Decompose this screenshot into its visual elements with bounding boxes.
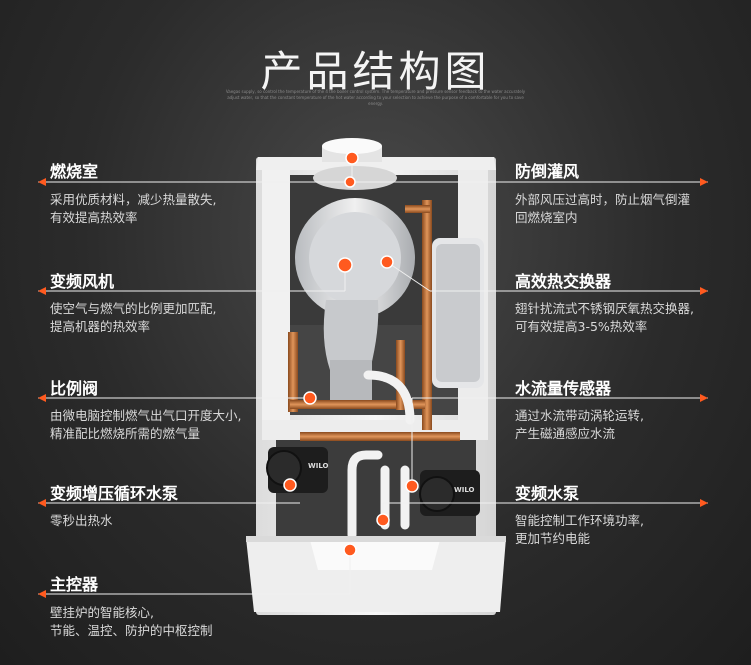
desc-proportional-valve-line2: 精准配比燃烧所需的燃气量 — [50, 426, 201, 441]
desc-heat-exchanger-line2: 可有效提高3-5%热效率 — [515, 319, 648, 334]
desc-proportional-valve-line1: 由微电脑控制燃气出气口开度大小, — [50, 408, 242, 423]
right-pump-brand: WILO — [454, 486, 475, 494]
fan-assembly — [295, 198, 415, 400]
controller-housing — [246, 536, 506, 612]
marker-flow-sensor — [405, 479, 419, 493]
desc-heat-exchanger-line1: 翅针扰流式不锈钢厌氧热交换器, — [515, 301, 694, 316]
desc-variable-pump-line1: 智能控制工作环境功率, — [515, 513, 644, 528]
copper-pipes — [288, 200, 460, 441]
marker-proportional-valve — [303, 391, 317, 405]
desc-flow-sensor-line1: 通过水流带动涡轮运转, — [515, 408, 644, 423]
marker-anti-backflow — [344, 176, 356, 188]
desc-anti-backflow-line1: 外部风压过高时，防止烟气倒灌 — [515, 192, 691, 207]
marker-main-controller — [343, 543, 357, 557]
desc-variable-fan-line1: 使空气与燃气的比例更加匹配, — [50, 301, 217, 316]
desc-variable-fan-line2: 提高机器的热效率 — [50, 319, 151, 334]
desc-main-controller-line1: 壁挂炉的智能核心, — [50, 605, 154, 620]
marker-circulation-pump — [283, 478, 297, 492]
marker-variable-fan — [337, 257, 353, 273]
label-heat-exchanger: 高效热交换器 — [515, 272, 612, 291]
label-main-controller: 主控器 — [50, 575, 99, 594]
desc-main-controller-line2: 节能、温控、防护的中枢控制 — [50, 623, 213, 638]
label-variable-fan: 变频风机 — [50, 272, 115, 291]
desc-combustion-chamber-line2: 有效提高热效率 — [50, 210, 138, 225]
desc-combustion-chamber-line1: 采用优质材料，减少热量散失, — [50, 192, 217, 207]
label-combustion-chamber: 燃烧室 — [50, 162, 99, 181]
callout-arrows — [38, 178, 708, 598]
label-anti-backflow: 防倒灌风 — [515, 162, 580, 181]
marker-heat-exchanger — [380, 255, 394, 269]
label-flow-sensor: 水流量传感器 — [515, 379, 612, 398]
marker-combustion-chamber — [345, 151, 359, 165]
left-pump-brand: WILO — [308, 462, 329, 470]
component-markers — [283, 151, 419, 557]
expansion-tank — [432, 238, 484, 388]
callout-lines — [38, 160, 708, 595]
desc-anti-backflow-line2: 回燃烧室内 — [515, 210, 578, 225]
label-proportional-valve: 比例阀 — [50, 379, 99, 398]
page-title: 产品结构图 — [260, 47, 491, 96]
desc-flow-sensor-line2: 产生磁通感应水流 — [515, 426, 616, 441]
label-circulation-pump: 变频增压循环水泵 — [50, 484, 179, 503]
page-subtitle: Vaegas supply, so control the temperatur… — [225, 89, 526, 106]
desc-variable-pump-line2: 更加节约电能 — [515, 531, 591, 546]
flue-outlet — [313, 138, 397, 190]
right-pump: WILO — [419, 470, 480, 516]
desc-circulation-pump-line1: 零秒出热水 — [50, 513, 113, 528]
marker-variable-pump — [376, 513, 390, 527]
left-pump: WILO — [266, 447, 329, 493]
label-variable-pump: 变频水泵 — [515, 484, 580, 503]
